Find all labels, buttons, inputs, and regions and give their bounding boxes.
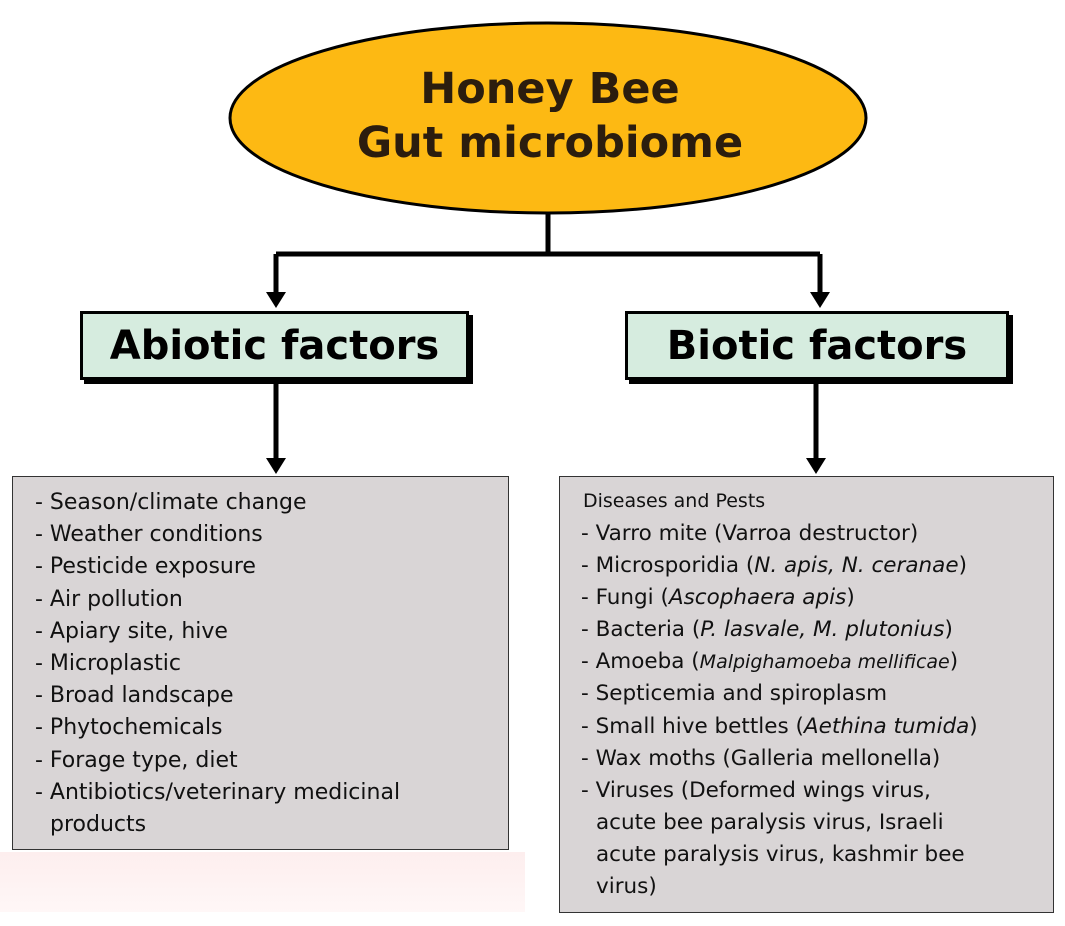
list-item: acute bee paralysis virus, Israeli bbox=[581, 807, 1053, 839]
item-text: - Small hive bettles ( bbox=[581, 713, 804, 739]
item-species: P. lasvale, M. plutonius bbox=[700, 617, 945, 643]
biotic-factors-list: Diseases and Pests - Varro mite (Varroa … bbox=[559, 476, 1054, 913]
list-item-continuation: acute paralysis virus, kashmir bee bbox=[596, 841, 965, 867]
item-species: Aethina tumida bbox=[803, 713, 970, 739]
item-species: N. apis, N. ceranae bbox=[754, 553, 959, 579]
list-item: - Septicemia and spiroplasm bbox=[581, 681, 888, 707]
list-item: - Antibiotics/veterinary medicinal bbox=[35, 779, 401, 805]
list-item: - Air pollution bbox=[35, 586, 183, 612]
item-text: - Amoeba ( bbox=[581, 649, 700, 675]
root-title-line1: Honey Bee bbox=[420, 64, 680, 114]
abiotic-factors-list: - Season/climate change - Weather condit… bbox=[12, 476, 509, 850]
list-item: - Wax moths (Galleria mellonella) bbox=[581, 745, 941, 771]
list-item: - Microplastic bbox=[35, 651, 181, 677]
item-species: Malpighamoeba mellificae bbox=[699, 651, 950, 674]
item-text: ) bbox=[846, 585, 855, 611]
item-species: Ascophaera apis bbox=[668, 585, 847, 611]
item-text: ) bbox=[949, 649, 959, 675]
list-item: - Viruses (Deformed wings virus, bbox=[581, 777, 931, 803]
list-item: - Fungi (Ascophaera apis) bbox=[581, 582, 1053, 614]
abiotic-factors-box: Abiotic factors bbox=[80, 311, 469, 380]
item-text: - Fungi ( bbox=[581, 585, 669, 611]
background-strip bbox=[0, 852, 525, 912]
root-title: Honey Bee Gut microbiome bbox=[230, 62, 870, 170]
abiotic-factors-label: Abiotic factors bbox=[109, 323, 440, 369]
arrowhead-biotic bbox=[810, 292, 830, 308]
item-text: - Microsporidia ( bbox=[581, 553, 755, 579]
item-text: ) bbox=[969, 713, 978, 739]
biotic-list-heading: Diseases and Pests bbox=[583, 490, 766, 512]
arrowhead-biotic-list bbox=[806, 458, 826, 474]
list-item: virus) bbox=[581, 871, 1053, 903]
list-item: - Varro mite (Varroa destructor) bbox=[581, 521, 919, 546]
list-item-continuation: acute bee paralysis virus, Israeli bbox=[596, 809, 944, 835]
list-item: - Season/climate change bbox=[35, 490, 307, 515]
list-item-continuation: products bbox=[50, 812, 147, 838]
root-title-line2: Gut microbiome bbox=[356, 118, 744, 168]
item-text: - Bacteria ( bbox=[581, 617, 701, 643]
item-text: ) bbox=[958, 553, 967, 579]
list-item: - Broad landscape bbox=[35, 683, 234, 709]
list-item: - Apiary site, hive bbox=[35, 618, 228, 644]
list-item: - Bacteria (P. lasvale, M. plutonius) bbox=[581, 614, 1053, 646]
arrowhead-abiotic-list bbox=[266, 458, 286, 474]
list-item-continuation: virus) bbox=[596, 874, 657, 900]
biotic-factors-box: Biotic factors bbox=[625, 311, 1009, 380]
item-text: ) bbox=[944, 617, 953, 643]
list-item: - Amoeba (Malpighamoeba mellificae) bbox=[581, 646, 1053, 678]
arrowhead-abiotic bbox=[266, 292, 286, 308]
list-item: products bbox=[35, 809, 508, 841]
biotic-factors-label: Biotic factors bbox=[666, 323, 968, 369]
list-item: - Phytochemicals bbox=[35, 715, 223, 741]
list-item: - Microsporidia (N. apis, N. ceranae) bbox=[581, 550, 1053, 582]
list-item: - Weather conditions bbox=[35, 522, 263, 548]
list-item: - Small hive bettles (Aethina tumida) bbox=[581, 711, 1053, 743]
list-item: acute paralysis virus, kashmir bee bbox=[581, 839, 1053, 871]
list-item: - Pesticide exposure bbox=[35, 554, 256, 580]
list-item: - Forage type, diet bbox=[35, 747, 238, 773]
